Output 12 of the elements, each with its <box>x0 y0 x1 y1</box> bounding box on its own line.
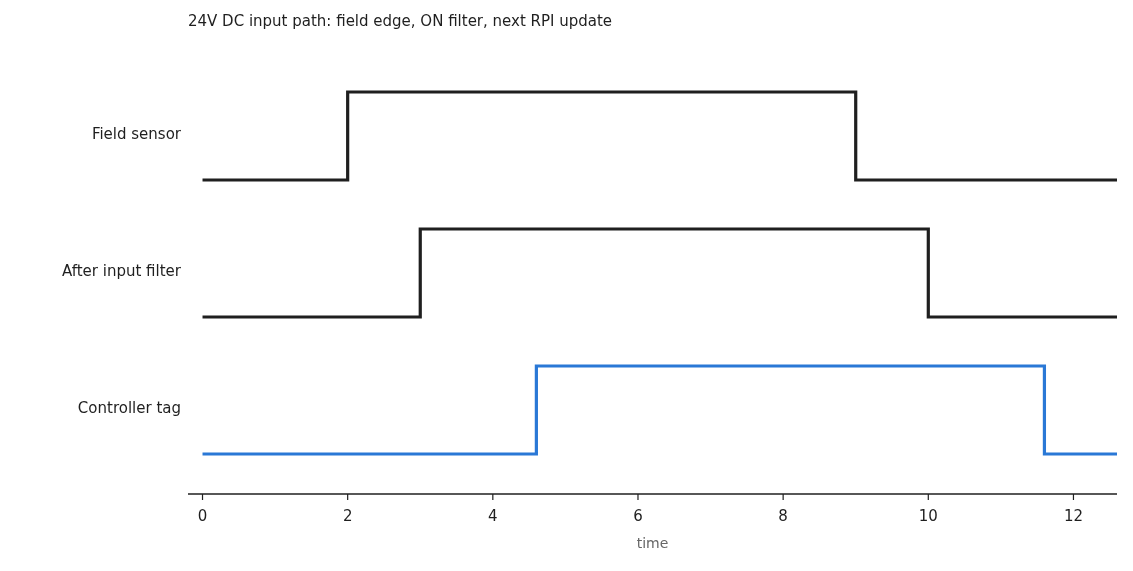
signal-label: Field sensor <box>91 125 181 143</box>
chart-title: 24V DC input path: field edge, ON filter, next RPI update <box>188 12 613 30</box>
tick-label: 2 <box>342 507 353 525</box>
tick-label: 6 <box>633 507 643 525</box>
tick-label: 12 <box>1063 507 1083 525</box>
tick-label: 4 <box>488 507 498 525</box>
axis-label: time <box>636 535 669 551</box>
signal-label: After input filter <box>61 262 181 280</box>
signal-label: Controller tag <box>77 399 181 417</box>
tick-label: 8 <box>778 507 788 525</box>
tick-label: 10 <box>918 507 938 525</box>
tick-label: 0 <box>197 507 208 525</box>
